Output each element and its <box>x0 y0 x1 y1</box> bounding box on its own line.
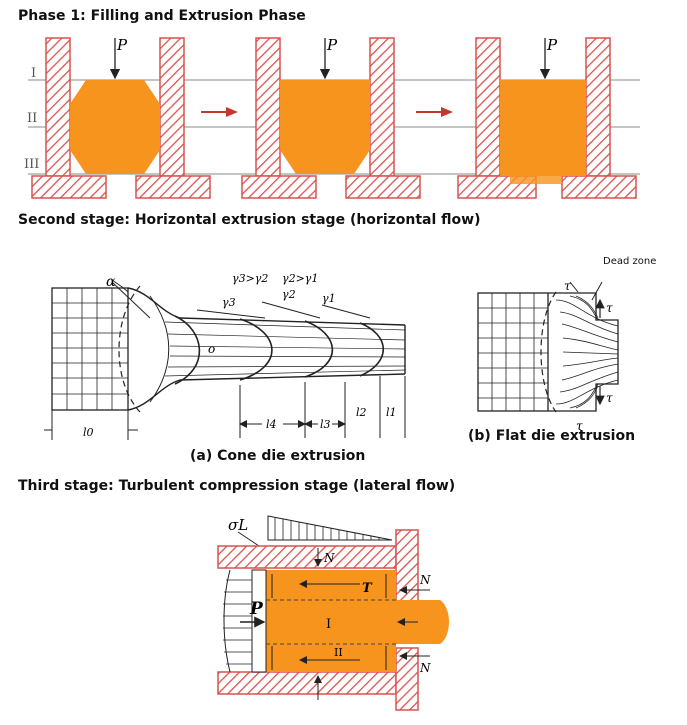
phase1-container-3 <box>457 37 637 199</box>
zone-1-label: I <box>326 617 331 632</box>
phase1-container-2 <box>241 37 421 199</box>
p-label: P <box>249 599 264 619</box>
n-label-top: N <box>323 551 335 565</box>
tau-label-2: τ <box>606 301 613 315</box>
billet-1 <box>70 80 160 174</box>
tau-label-3: τ <box>606 391 613 405</box>
force-label-1: P <box>116 36 128 54</box>
stage3-heading: Third stage: Turbulent compression stage… <box>18 478 456 494</box>
level-label-3: III <box>24 157 39 172</box>
phase1-diagram <box>28 37 640 199</box>
gamma2-label: γ2 <box>282 288 296 301</box>
l2-label: l2 <box>356 406 367 419</box>
cone-die-caption: (a) Cone die extrusion <box>190 448 366 464</box>
level-label-2: II <box>27 111 37 126</box>
billet-3 <box>500 80 586 176</box>
dead-zone-label: Dead zone <box>603 256 657 267</box>
force-label-3: P <box>546 36 558 54</box>
flow-arrow-2 <box>416 107 453 117</box>
force-label-2: P <box>326 36 338 54</box>
o-label: o <box>208 342 215 356</box>
alpha-label: α <box>106 274 116 290</box>
l1-label: l1 <box>386 406 397 419</box>
gamma3-label: γ3 <box>222 296 236 309</box>
gamma-relation-2: γ2>γ1 <box>282 272 318 285</box>
l0-label: l0 <box>83 426 94 439</box>
flow-arrow-1 <box>201 107 238 117</box>
billet-2 <box>280 80 370 174</box>
l3-label: l3 <box>320 418 331 431</box>
extrudate <box>396 600 449 644</box>
n-label-right-top: N <box>419 573 431 587</box>
n-label-right-bottom: N <box>419 661 431 675</box>
stage3-billet <box>266 570 396 672</box>
t-label: T <box>362 581 373 596</box>
gamma1-label: γ1 <box>322 292 336 305</box>
flat-die-caption: (b) Flat die extrusion <box>468 428 636 444</box>
l4-label: l4 <box>266 418 277 431</box>
gamma-relation-1: γ3>γ2 <box>232 272 268 285</box>
flat-die-diagram <box>477 281 619 413</box>
level-label-1: I <box>31 66 36 81</box>
stage2-heading: Second stage: Horizontal extrusion stage… <box>18 212 481 228</box>
phase1-heading: Phase 1: Filling and Extrusion Phase <box>18 8 306 24</box>
phase1-container-1 <box>31 37 211 199</box>
cone-die-diagram <box>44 279 406 440</box>
sigma-label: σL <box>228 516 248 534</box>
stage3-diagram <box>217 515 449 711</box>
zone-2-label: II <box>334 646 343 659</box>
tau-label-1: τ <box>564 279 571 293</box>
tau-label-4: τ <box>576 419 583 433</box>
